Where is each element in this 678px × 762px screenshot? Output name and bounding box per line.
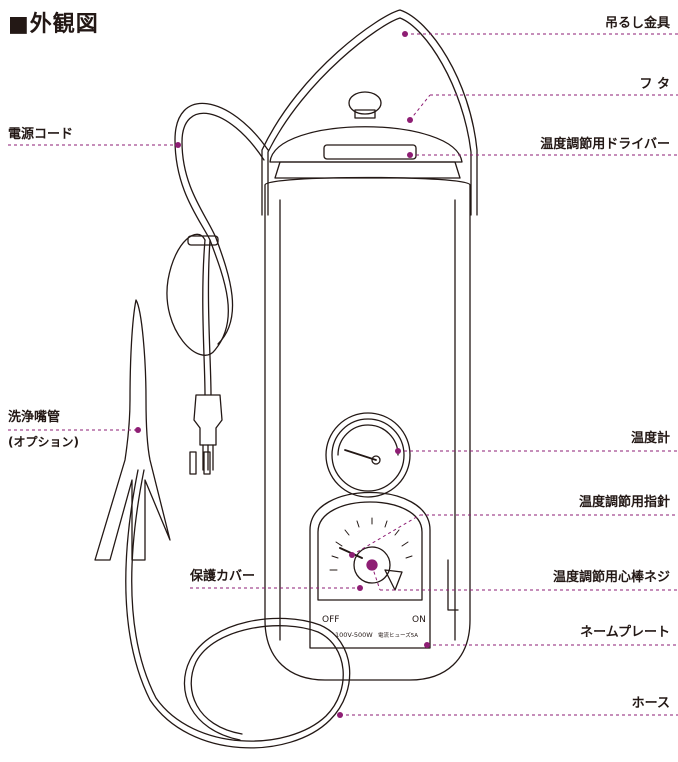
label-screw: 温度調節用心棒ネジ xyxy=(552,570,670,585)
label-pointer: 温度調節用指針 xyxy=(578,495,670,510)
thermometer-drawing xyxy=(325,412,411,498)
panel-on-label: ON xyxy=(412,615,426,625)
leader-pointer xyxy=(351,514,421,556)
leader-screw xyxy=(371,565,381,591)
power-cord-drawing xyxy=(166,102,269,356)
body-drawing xyxy=(264,176,471,681)
panel-fuse-label: 電流ヒューズ5A xyxy=(378,631,418,639)
nozzle-drawing xyxy=(94,299,171,561)
panel-rating-label: 100V-500W xyxy=(335,631,373,639)
label-nameplate: ネームプレート xyxy=(580,625,670,640)
label-driver: 温度調節用ドライバー xyxy=(540,137,670,152)
label-lid: フ タ xyxy=(639,77,670,92)
leader-lid xyxy=(409,94,431,121)
label-nozzle: 洗浄嘴管 xyxy=(8,410,61,425)
label-nozzle-option: (オプション) xyxy=(8,435,79,449)
page-title: ■外観図 xyxy=(8,12,99,37)
driver-slot-drawing xyxy=(323,144,417,160)
label-cover: 保護カバー xyxy=(190,569,256,584)
panel-off-label: OFF xyxy=(322,615,339,625)
hose-drawing xyxy=(125,469,351,749)
control-panel-drawing xyxy=(309,492,431,649)
plug-drawing xyxy=(193,394,223,446)
label-hanger: 吊るし金具 xyxy=(604,16,670,31)
label-hose: ホース xyxy=(631,696,670,711)
label-thermometer: 温度計 xyxy=(630,431,670,446)
label-power-cord: 電源コード xyxy=(8,127,74,142)
hanger-drawing xyxy=(261,9,478,216)
lid-drawing xyxy=(269,126,463,163)
